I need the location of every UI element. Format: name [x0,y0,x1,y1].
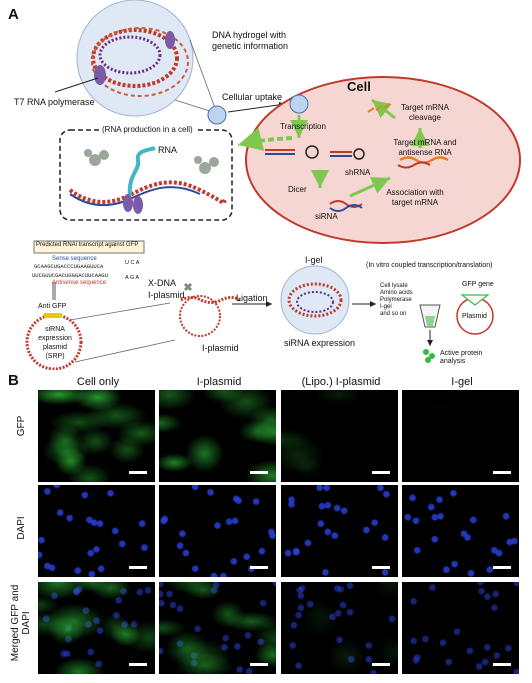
micrograph-dapi-cell-only [38,485,155,577]
in-vitro-label: (In vitro coupled transcription/translat… [366,262,493,269]
cell-ellipse [245,76,521,244]
i-plasmid-ring [179,295,221,337]
dicer-label: Dicer [288,185,307,194]
scale-bar [250,471,268,474]
micrograph-merged-i-plasmid [159,582,276,674]
panel-a-diagram [25,0,521,370]
col-head-i-gel: I-gel [451,376,473,388]
cell-lysate-list: Cell lysate Amino acids Polymerase I-gel… [380,283,413,318]
transcription-label: Transcription [280,122,326,131]
micrograph-merged-lipo-i-plasmid [281,582,398,674]
iplasmid-ring-label: I-plasmid [202,343,239,353]
row-label-gfp: GFP [16,415,27,437]
iplasmid-small-label: I-plasmid [148,290,185,300]
and-so-on-item: and so on [380,311,407,317]
sense-seq: GCAAGCUGACCCUGAAGUUCA [34,263,104,270]
micrograph-merged-i-gel [402,582,519,674]
xdna-label: X-DNA [148,278,177,288]
shrna-label: shRNA [345,168,371,177]
target-mrna-antisense-label: Target mRNA and antisense RNA [393,138,457,157]
scale-bar [250,663,268,666]
col-head-lipo-i-plasmid: (Lipo.) I-plasmid [301,376,381,388]
antisense-seq: UUCGUUCGACUGGGACUUCAAGU [32,272,108,279]
plasmid-label: Plasmid [462,313,487,320]
polymerase-item: Polymerase [380,297,412,303]
antisense-label: Antisense sequence [52,280,107,286]
scale-bar [372,471,390,474]
micrograph-gfp-i-gel [402,390,519,482]
predicted-transcript-title: Predicted RNAi transcript against GFP [36,242,139,248]
predicted-transcript-box [33,240,145,254]
active-protein-label: Active protein analysis [440,350,483,365]
scale-bar [372,663,390,666]
scale-bar [129,471,147,474]
loop-bottom: A G A [125,275,140,281]
micrograph-dapi-lipo-i-plasmid [281,485,398,577]
scale-bar [129,663,147,666]
micrograph-gfp-cell-only [38,390,155,482]
sirna-label: siRNA [315,212,338,221]
cellular-uptake-label: Cellular uptake [222,92,283,102]
target-mrna-cleavage-label: Target mRNA cleavage [400,103,449,122]
anti-gfp-label: Anti GFP [38,303,67,310]
dna-hydrogel-label: DNA hydrogel with genetic information [212,30,289,51]
amino-acids-item: Amino acids [380,290,413,296]
micrograph-gfp-i-plasmid [159,390,276,482]
micrograph-gfp-lipo-i-plasmid [281,390,398,482]
panel-a-letter: A [8,6,19,23]
micrograph-dapi-i-plasmid [159,485,276,577]
scale-bar [250,566,268,569]
scale-bar [493,663,511,666]
micrograph-dapi-i-gel [402,485,519,577]
scale-bar [372,566,390,569]
sense-label: Sense sequence [52,256,97,262]
panel-b-letter: B [8,372,19,389]
scale-bar [129,566,147,569]
row-label-merged: Merged GFP and DAPI [10,584,32,662]
cell-lysate-item: Cell lysate [380,283,408,289]
igel-item: I-gel [380,304,392,310]
rna-production-label: (RNA production in a cell) [100,125,195,134]
dna-hydrogel-sphere [76,0,194,117]
col-head-i-plasmid: I-plasmid [196,376,242,388]
micrograph-merged-cell-only [38,582,155,674]
scale-bar [493,566,511,569]
loop-top: U C A [125,260,140,266]
sirna-expression-label: siRNA expression [284,338,356,348]
igel-label: I-gel [305,255,323,265]
i-gel-sphere [280,265,350,335]
rna-production-box [59,129,233,221]
ligation-label: Ligation [236,293,268,303]
t7-label: T7 RNA polymerase [14,97,95,107]
association-label: Association with target mRNA [386,188,444,207]
gfp-gene-label: GFP gene [462,281,494,288]
cell-title: Cell [347,79,371,94]
srp-text: siRNA expression plasmid (SRP) [38,326,72,360]
col-head-cell-only: Cell only [76,376,120,388]
scale-bar [493,471,511,474]
rna-label: RNA [158,145,178,155]
row-label-dapi: DAPI [16,516,27,540]
